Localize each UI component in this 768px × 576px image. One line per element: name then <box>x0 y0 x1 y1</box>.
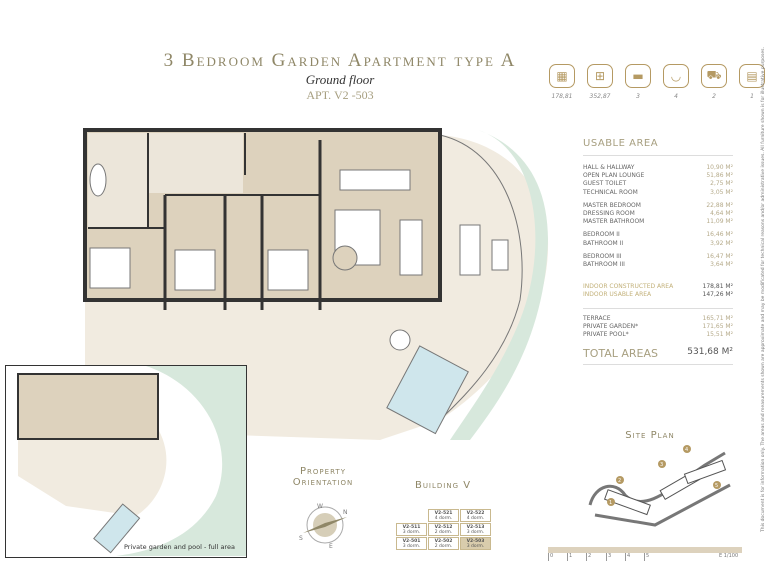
inset-caption: Private garden and pool - full area <box>124 543 235 551</box>
disclaimer: This document is for information only. T… <box>761 47 766 533</box>
feature-storage: ▤1 <box>738 64 766 100</box>
floor-label: Ground floor <box>305 72 375 87</box>
svg-text:1: 1 <box>609 500 612 506</box>
compass-e: E <box>329 543 333 550</box>
inset-full-garden-plan <box>5 365 247 558</box>
feature-constructed-area: ▦178,81 <box>548 64 576 100</box>
apartment-id: APT. V2 -503 <box>306 88 374 102</box>
svg-text:4: 4 <box>685 447 688 453</box>
total-area-icon: ⊞ <box>587 64 613 88</box>
inset-plan-drawing <box>17 366 246 556</box>
scale-label: E 1/100 <box>719 553 739 559</box>
usable-area-title: USABLE AREA <box>583 138 733 156</box>
building-title: Building V <box>414 480 472 491</box>
compass-n: N <box>343 509 348 516</box>
feature-parking: ⛟2 <box>700 64 728 100</box>
storage-icon: ▤ <box>739 64 765 88</box>
svg-text:5: 5 <box>715 483 718 489</box>
area-row: PRIVATE GARDEN*171,65 M² <box>583 322 733 330</box>
area-row: PRIVATE POOL*15,51 M² <box>583 331 733 339</box>
compass-s: S <box>299 535 303 542</box>
feature-bathrooms: ◡4 <box>662 64 690 100</box>
bathtub-icon: ◡ <box>663 64 689 88</box>
feature-bedrooms: ▬3 <box>624 64 652 100</box>
svg-text:2: 2 <box>618 478 621 484</box>
compass-icon: N S W E <box>299 503 348 550</box>
site-marker-1 <box>607 498 615 506</box>
site-marker-3 <box>658 460 666 468</box>
parking-icon: ⛟ <box>701 64 727 88</box>
site-plan-title: Site Plan <box>625 430 675 441</box>
svg-text:3: 3 <box>660 462 663 468</box>
constructed-area-icon: ▦ <box>549 64 575 88</box>
feature-icons: ▦178,81 ⊞352,87 ▬3 ◡4 ⛟2 ▤1 <box>548 64 766 100</box>
compass-w: W <box>317 503 323 510</box>
page-title: 3 Bedroom Garden Apartment type A <box>163 50 517 71</box>
site-plan-map: 1 2 3 4 5 <box>588 445 731 527</box>
site-marker-5 <box>713 481 721 489</box>
feature-total-area: ⊞352,87 <box>586 64 614 100</box>
site-marker-2 <box>616 476 624 484</box>
scale-bar <box>548 547 742 553</box>
bed-icon: ▬ <box>625 64 651 88</box>
site-marker-4 <box>683 445 691 453</box>
